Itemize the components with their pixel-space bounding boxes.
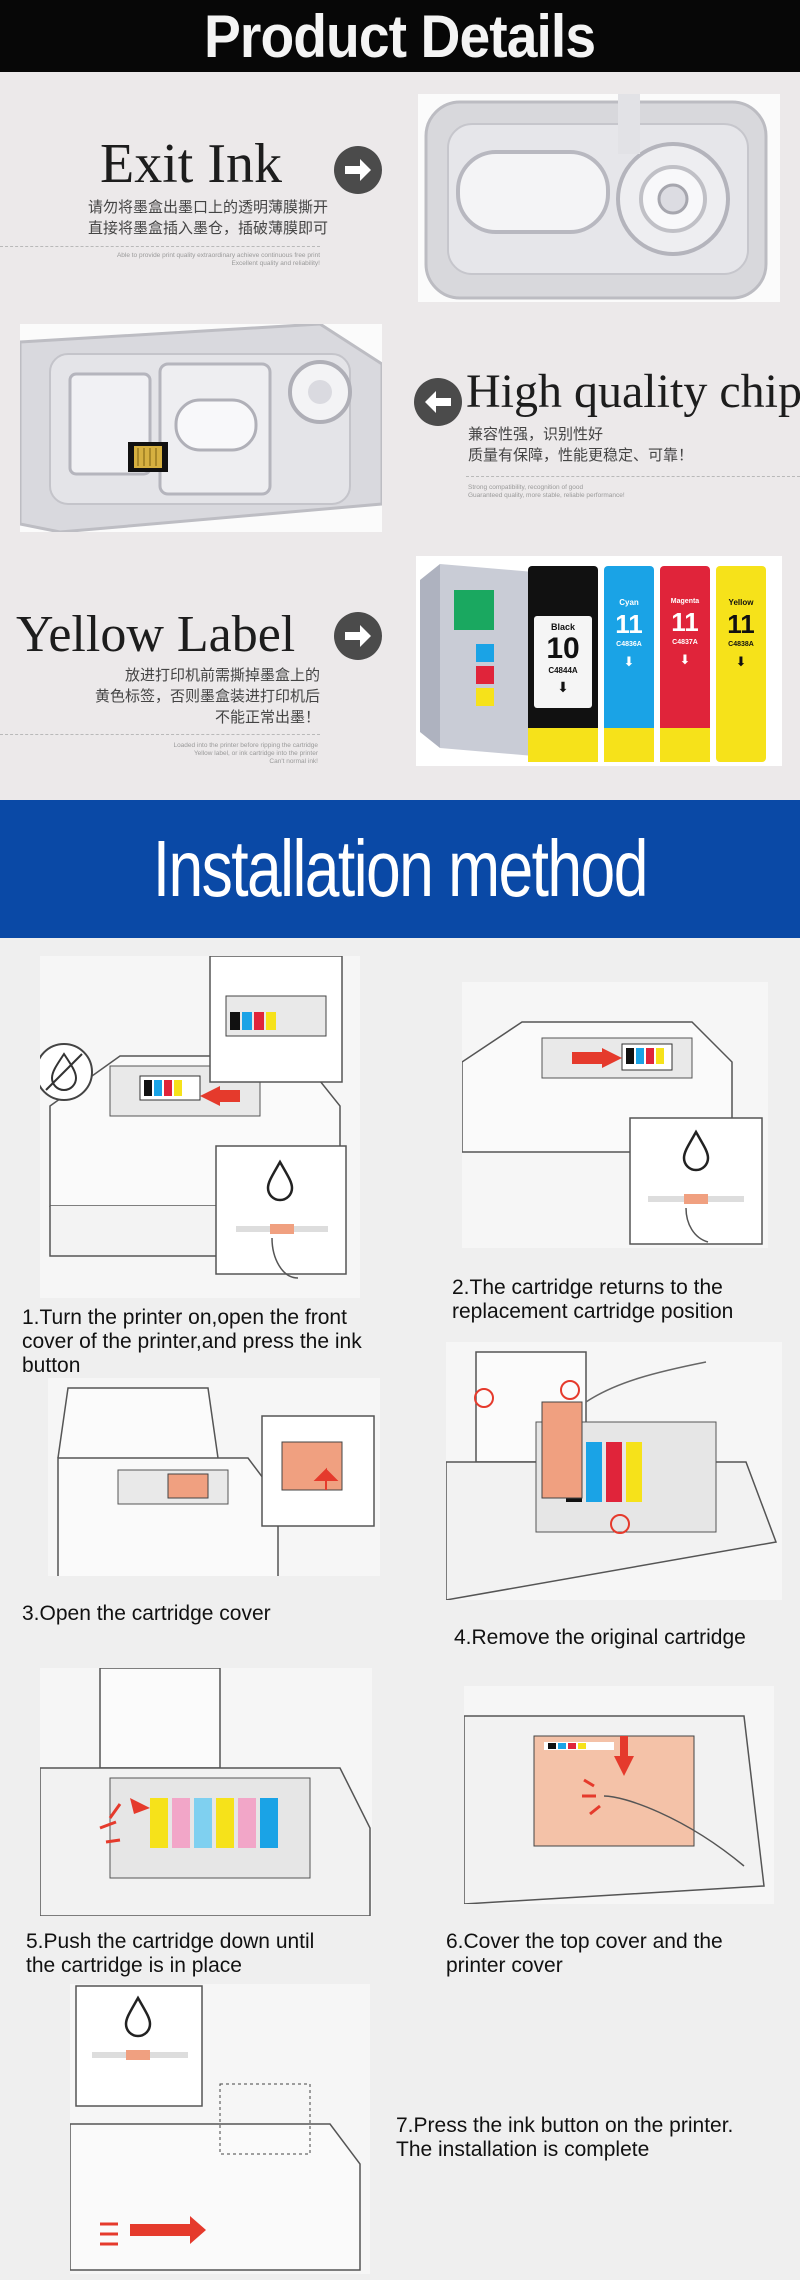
step-text-line: 2.The cartridge returns to the bbox=[452, 1276, 723, 1299]
arrow-right-icon bbox=[334, 146, 382, 194]
step-text-line: the cartridge is in place bbox=[26, 1954, 242, 1977]
step-4-illustration bbox=[445, 1342, 782, 1601]
chip-photo bbox=[20, 324, 382, 532]
feature-desc-line: 质量有保障，性能更稳定、可靠！ bbox=[468, 446, 694, 464]
cartridge-code: C4844A bbox=[548, 666, 578, 675]
down-arrow-icon: ⬇ bbox=[623, 654, 635, 669]
page-title: Product Details bbox=[204, 2, 596, 70]
feature-desc-yellow-label: 放进打印机前需撕掉墨盒上的 黄色标签，否则墨盒装进打印机后 不能正常出墨！ bbox=[40, 665, 320, 728]
feature-desc-line: 兼容性强，识别性好 bbox=[468, 425, 604, 443]
feature-note-yellow-label: Loaded into the printer before ripping t… bbox=[60, 742, 318, 766]
step-1-illustration bbox=[35, 955, 360, 1298]
feature-desc-chip: 兼容性强，识别性好 质量有保障，性能更稳定、可靠！ bbox=[468, 424, 788, 466]
step-1-text: 1.Turn the printer on,open the front cov… bbox=[22, 1306, 422, 1378]
cartridges-photo: Black 10 C4844A ⬇ Cyan 11 C4836A ⬇ Magen… bbox=[416, 556, 782, 766]
feature-desc-line: 黄色标签，否则墨盒装进打印机后 bbox=[94, 687, 320, 705]
feature-note-line: Yellow label, or ink cartridge into the … bbox=[193, 750, 318, 757]
step-5-illustration bbox=[39, 1667, 372, 1917]
cartridge: Yellow 11 C4838A ⬇ bbox=[716, 566, 766, 762]
divider bbox=[0, 246, 320, 247]
cartridge-number: 11 bbox=[671, 607, 699, 637]
step-text-line: 6.Cover the top cover and the bbox=[446, 1930, 723, 1953]
feature-desc-line: 不能正常出墨！ bbox=[214, 708, 320, 726]
step-2-illustration bbox=[461, 982, 768, 1248]
down-arrow-icon: ⬇ bbox=[679, 652, 691, 667]
feature-note-line: Loaded into the printer before ripping t… bbox=[173, 742, 318, 749]
cartridge: Cyan 11 C4836A ⬇ bbox=[604, 566, 654, 762]
cartridge-color-name: Black bbox=[550, 622, 576, 632]
cartridge-code: C4837A bbox=[672, 639, 698, 646]
installation-title: Installation method bbox=[152, 824, 649, 913]
feature-note-chip: Strong compatibility, recognition of goo… bbox=[468, 484, 768, 500]
arrow-left-icon bbox=[414, 378, 462, 426]
feature-title-yellow-label: Yellow Label bbox=[16, 606, 296, 663]
cartridge-color-name: Magenta bbox=[670, 598, 700, 605]
feature-note-line: Can't normal ink! bbox=[269, 758, 318, 765]
feature-title-exit-ink: Exit Ink bbox=[100, 133, 282, 195]
installation-banner: Installation method bbox=[0, 800, 800, 938]
step-4-text: 4.Remove the original cartridge bbox=[454, 1626, 746, 1649]
feature-note-line: Guaranteed quality, more stable, reliabl… bbox=[468, 492, 625, 499]
cartridge: Black 10 C4844A ⬇ bbox=[528, 566, 598, 762]
feature-desc-line: 请勿将墨盒出墨口上的透明薄膜撕开 bbox=[87, 198, 328, 216]
step-2-text: 2.The cartridge returns to the replaceme… bbox=[452, 1276, 792, 1324]
exit-ink-photo bbox=[418, 94, 780, 302]
feature-note-line: Able to provide print quality extraordin… bbox=[116, 252, 320, 259]
down-arrow-icon: ⬇ bbox=[557, 679, 569, 695]
down-arrow-icon: ⬇ bbox=[735, 654, 747, 669]
step-text-line: The installation is complete bbox=[396, 2138, 650, 2161]
page-header: Product Details bbox=[0, 0, 800, 72]
cartridge-number: 11 bbox=[727, 609, 755, 639]
step-7-text: 7.Press the ink button on the printer. T… bbox=[396, 2114, 786, 2162]
step-3-text: 3.Open the cartridge cover bbox=[22, 1602, 271, 1625]
cartridge-row: Black 10 C4844A ⬇ Cyan 11 C4836A ⬇ Magen… bbox=[528, 566, 766, 762]
feature-note-line: Excellent quality and reliability! bbox=[231, 260, 320, 267]
step-text-line: 1.Turn the printer on,open the front bbox=[22, 1306, 347, 1329]
step-6-text: 6.Cover the top cover and the printer co… bbox=[446, 1930, 786, 1978]
step-6-illustration bbox=[463, 1686, 774, 1905]
cartridge-number: 11 bbox=[615, 609, 643, 639]
cartridge-code: C4836A bbox=[616, 641, 642, 648]
step-text-line: 7.Press the ink button on the printer. bbox=[396, 2114, 734, 2137]
step-text-line: replacement cartridge position bbox=[452, 1300, 734, 1323]
step-text-line: 5.Push the cartridge down until bbox=[26, 1930, 315, 1953]
cartridge-color-name: Cyan bbox=[619, 598, 639, 607]
step-3-illustration bbox=[48, 1378, 380, 1579]
feature-desc-exit-ink: 请勿将墨盒出墨口上的透明薄膜撕开 直接将墨盒插入墨仓，插破薄膜即可 bbox=[58, 197, 328, 239]
divider bbox=[0, 734, 320, 735]
feature-note-exit-ink: Able to provide print quality extraordin… bbox=[80, 252, 320, 268]
arrow-right-icon bbox=[334, 612, 382, 660]
step-7-illustration bbox=[69, 1984, 370, 2274]
feature-title-chip: High quality chip bbox=[466, 365, 800, 418]
step-text-line: cover of the printer,and press the ink bbox=[22, 1330, 362, 1353]
cartridge: Magenta 11 C4837A ⬇ bbox=[660, 566, 710, 762]
cartridge-color-name: Yellow bbox=[728, 598, 754, 607]
step-5-text: 5.Push the cartridge down until the cart… bbox=[26, 1930, 406, 1978]
feature-desc-line: 放进打印机前需撕掉墨盒上的 bbox=[124, 666, 320, 684]
cartridge-code: C4838A bbox=[728, 641, 754, 648]
feature-desc-line: 直接将墨盒插入墨仓，插破薄膜即可 bbox=[87, 219, 328, 237]
feature-note-line: Strong compatibility, recognition of goo… bbox=[468, 484, 584, 491]
divider bbox=[466, 476, 800, 477]
cartridge-number: 10 bbox=[546, 632, 580, 665]
step-text-line: button bbox=[22, 1354, 81, 1377]
step-text-line: printer cover bbox=[446, 1954, 563, 1977]
